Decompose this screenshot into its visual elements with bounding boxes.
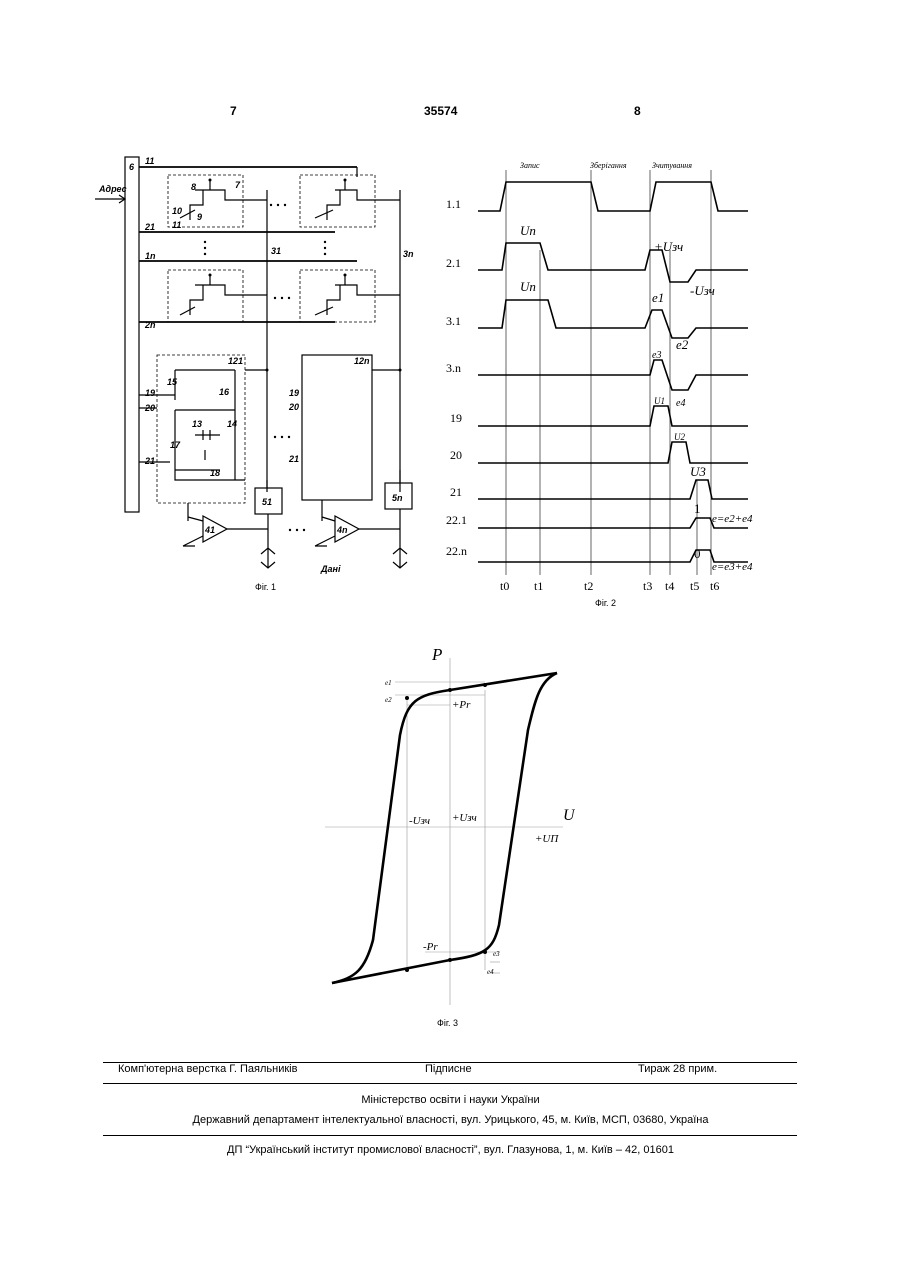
label-18: 18 xyxy=(210,468,220,478)
label-r19: 19 xyxy=(289,388,299,398)
annot-u3: U3 xyxy=(690,464,706,479)
footer-divider-2 xyxy=(103,1083,797,1084)
annot-eq2: e=e3+e4 xyxy=(712,561,753,573)
label-16: 16 xyxy=(219,387,230,397)
label-data: Дані xyxy=(320,564,341,574)
annot-e4: e4 xyxy=(676,398,685,409)
annot-uzch-pos: +Uзч xyxy=(654,239,683,254)
label-pos-pr: +Pr xyxy=(452,699,471,711)
footer-institute: ДП “Український інститут промислової вла… xyxy=(0,1144,901,1156)
phase-read: Зчитування xyxy=(652,161,692,170)
signal-21: 21 xyxy=(450,485,462,499)
label-d1: e1 xyxy=(385,679,392,687)
label-7: 7 xyxy=(235,180,241,190)
annot-u1: U1 xyxy=(654,396,665,406)
label-11: 11 xyxy=(145,156,154,166)
label-19: 19 xyxy=(145,388,155,398)
footer-ministry: Міністерство освіти і науки України xyxy=(0,1094,901,1106)
label-14: 14 xyxy=(227,419,237,429)
label-d2: e2 xyxy=(385,696,392,704)
label-3n: 3n xyxy=(403,249,414,259)
label-20: 20 xyxy=(144,403,155,413)
fig2-caption: Фіг. 2 xyxy=(595,598,616,608)
axis-u-label: U xyxy=(563,807,575,824)
label-31: 31 xyxy=(271,246,281,256)
label-17: 17 xyxy=(170,440,181,450)
signal-1-1: 1.1 xyxy=(446,197,461,211)
axis-p-label: P xyxy=(431,645,442,664)
footer-layout: Комп'ютерна верстка Г. Паяльників xyxy=(118,1063,297,1075)
patent-number: 35574 xyxy=(424,104,457,118)
signal-3-n: 3.n xyxy=(446,361,461,375)
label-d3: e3 xyxy=(493,950,500,958)
footer-divider-3 xyxy=(103,1135,797,1136)
signal-22-n: 22.n xyxy=(446,544,467,558)
fig3-caption: Фіг. 3 xyxy=(437,1018,458,1028)
annot-up1: Uп xyxy=(520,223,536,238)
annot-eq1: e=e2+e4 xyxy=(712,513,753,525)
annot-u2: U2 xyxy=(674,432,685,442)
time-t4: t4 xyxy=(665,579,674,593)
label-neg-pr: -Pr xyxy=(423,941,438,953)
time-t2: t2 xyxy=(584,579,593,593)
label-4n: 4n xyxy=(336,525,348,535)
label-13: 13 xyxy=(192,419,202,429)
time-t5: t5 xyxy=(690,579,699,593)
annot-uzch-neg: -Uзч xyxy=(690,283,715,298)
label-neg-uzch: -Uзч xyxy=(409,815,430,827)
label-address: Адрес xyxy=(98,184,127,194)
page-number-left: 7 xyxy=(230,104,237,118)
annot-e1: e1 xyxy=(652,290,664,305)
annot-e2: e2 xyxy=(676,337,689,352)
label-15: 15 xyxy=(167,377,178,387)
signal-19: 19 xyxy=(450,411,462,425)
decoder-block xyxy=(125,157,139,512)
annot-one: 1 xyxy=(694,501,701,516)
label-pos-up: +UП xyxy=(535,833,559,845)
page-number-right: 8 xyxy=(634,104,641,118)
annot-zero: 0 xyxy=(694,546,701,561)
label-21b: 21 xyxy=(144,456,155,466)
label-9: 9 xyxy=(197,212,202,222)
label-cell-11: 11 xyxy=(172,220,181,230)
annot-e3: e3 xyxy=(652,350,661,361)
time-t6: t6 xyxy=(710,579,719,593)
time-t3: t3 xyxy=(643,579,652,593)
time-t1: t1 xyxy=(534,579,543,593)
fig2-timing-diagram: Запис Зберігання Зчитування 1.1 2.1 3.1 … xyxy=(440,150,770,610)
label-decoder: 6 xyxy=(129,162,135,172)
footer-department: Державний департамент інтелектуальної вл… xyxy=(0,1114,901,1126)
label-1n: 1n xyxy=(145,251,156,261)
label-8: 8 xyxy=(191,182,196,192)
label-2n: 2n xyxy=(144,320,156,330)
signal-2-1: 2.1 xyxy=(446,256,461,270)
annot-up2: Uп xyxy=(520,279,536,294)
label-r21: 21 xyxy=(288,454,299,464)
label-5n: 5n xyxy=(392,493,403,503)
footer-circulation: Тираж 28 прим. xyxy=(638,1063,717,1075)
label-21: 21 xyxy=(144,222,155,232)
signal-22-1: 22.1 xyxy=(446,513,467,527)
label-r20: 20 xyxy=(288,402,299,412)
label-121: 121 xyxy=(228,356,243,366)
fig1-circuit-diagram: Адрес 6 11 21 1n 2n 31 3n 8 7 10 9 11 12… xyxy=(95,150,445,600)
label-41: 41 xyxy=(204,525,215,535)
fig3-hysteresis-loop: P U +Pr -Pr -Uзч +Uзч +UП e1 e2 e3 e4 Фі… xyxy=(325,640,575,1030)
label-51: 51 xyxy=(262,497,272,507)
time-t0: t0 xyxy=(500,579,509,593)
phase-write: Запис xyxy=(520,161,540,170)
signal-20: 20 xyxy=(450,448,462,462)
label-12n: 12n xyxy=(354,356,370,366)
label-d4: e4 xyxy=(487,968,494,976)
label-10: 10 xyxy=(172,206,182,216)
label-pos-uzch: +Uзч xyxy=(452,812,477,824)
signal-3-1: 3.1 xyxy=(446,314,461,328)
phase-storage: Зберігання xyxy=(590,161,627,170)
footer-signed: Підписне xyxy=(425,1063,472,1075)
fig1-caption: Фіг. 1 xyxy=(255,582,276,592)
